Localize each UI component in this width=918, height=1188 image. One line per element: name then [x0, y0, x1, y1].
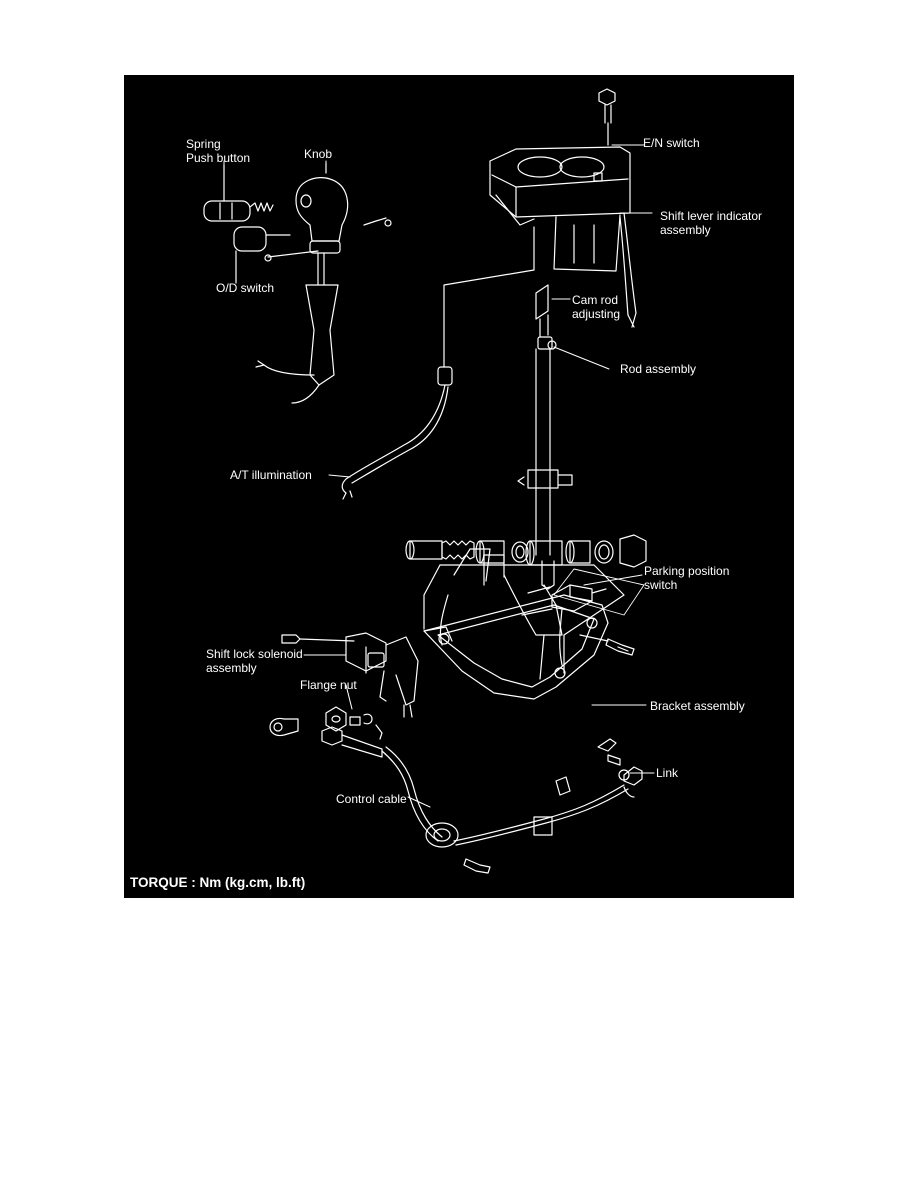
flange-nut-part	[269, 706, 383, 740]
label-od-switch: O/D switch	[216, 281, 275, 295]
at-illumination-part	[341, 226, 535, 500]
diagram-artwork	[203, 88, 655, 874]
torque-note: TORQUE : Nm (kg.cm, lb.ft)	[130, 875, 306, 890]
control-cable-part	[321, 726, 643, 874]
label-at-illumination: A/T illumination	[230, 468, 312, 482]
label-en-switch: E/N switch	[643, 136, 700, 150]
label-spring-push-button: Spring Push button	[186, 137, 251, 165]
leader-lines	[223, 144, 655, 808]
parking-switch-part	[551, 568, 645, 666]
bracket-screw-part	[579, 634, 635, 656]
label-control-cable: Control cable	[336, 792, 407, 806]
push-button-part	[203, 164, 274, 222]
label-bracket-assembly: Bracket assembly	[650, 699, 745, 713]
label-rod-assembly: Rod assembly	[620, 362, 697, 376]
rod-assembly-part	[517, 284, 573, 556]
label-shift-lever-indicator: Shift lever indicator assembly	[660, 209, 763, 237]
shift-lever-exploded-diagram: Spring Push button Knob O/D switch E/N s…	[124, 75, 794, 898]
top-bolt-part	[598, 88, 616, 146]
label-flange-nut: Flange nut	[300, 678, 357, 692]
indicator-housing	[489, 146, 637, 328]
label-shift-lock-solenoid: Shift lock solenoid assembly	[206, 647, 303, 675]
label-parking-position-switch: Parking position switch	[644, 564, 730, 592]
shift-lock-solenoid-part	[281, 626, 453, 718]
bracket-base	[423, 548, 625, 700]
label-knob: Knob	[304, 147, 333, 161]
knob-part	[255, 162, 392, 404]
label-cam-rod: Cam rod adjusting	[572, 293, 621, 321]
label-link: Link	[656, 766, 679, 780]
